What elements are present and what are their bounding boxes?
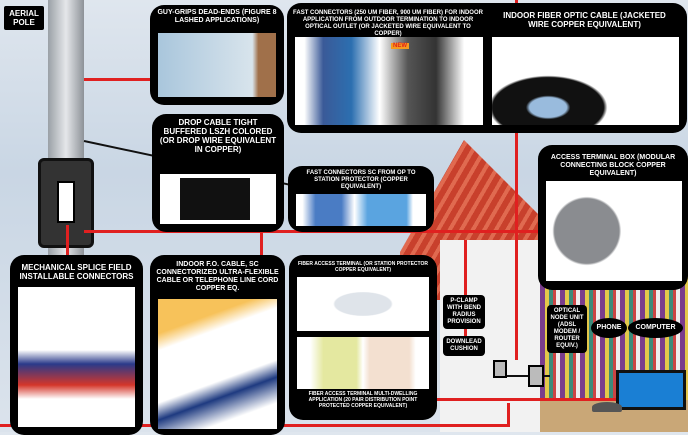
drop-cable-photo	[180, 178, 250, 220]
fast-connectors-image	[295, 37, 483, 125]
fast-connectors-panel: FAST CONNECTORS (250 UM FIBER, 900 UM FI…	[287, 3, 687, 133]
phone-label: PHONE	[591, 318, 627, 338]
downlead-cushion-label: DOWNLEAD CUSHION	[443, 336, 485, 356]
fiber-access-terminal-image	[297, 277, 429, 331]
indoor-outlet	[528, 365, 544, 387]
indoor-fo-cable-title: INDOOR F.O. CABLE, SC CONNECTORIZED ULTR…	[156, 261, 279, 292]
drop-cable-image	[160, 174, 276, 224]
connector-line	[84, 78, 152, 81]
splice-enclosure-window	[57, 181, 75, 223]
fast-connectors-sc-panel: FAST CONNECTORS SC FROM OP TO STATION PR…	[288, 166, 434, 232]
multi-dwelling-terminal-title: FIBER ACCESS TERMINAL MULTI-DWELLING APP…	[308, 391, 418, 409]
mechanical-splice-panel: MECHANICAL SPLICE FIELD INSTALLABLE CONN…	[10, 255, 143, 435]
p-clamp-label: P-CLAMP WITH BEND RADIUS PROVISION	[443, 295, 485, 329]
indoor-fo-cable-panel: INDOOR F.O. CABLE, SC CONNECTORIZED ULTR…	[150, 255, 285, 435]
fiber-access-terminal-panel: FIBER ACCESS TERMINAL (OR STATION PROTEC…	[289, 255, 437, 420]
fast-connectors-sc-image	[296, 194, 426, 226]
optical-node-label: OPTICAL NODE UNIT (ADSL MODEM / ROUTER E…	[547, 305, 587, 353]
new-badge: NEW	[391, 43, 409, 49]
phone-device	[592, 402, 622, 412]
indoor-cable-title: INDOOR FIBER OPTIC CABLE (JACKETED WIRE …	[503, 11, 666, 29]
access-terminal-panel: ACCESS TERMINAL BOX (MODULAR CONNECTING …	[538, 145, 688, 290]
aerial-pole-label: AERIAL POLE	[4, 6, 44, 30]
connector-line	[507, 403, 510, 425]
connector-line	[66, 225, 69, 255]
connector-line	[437, 398, 657, 401]
connector-line	[464, 240, 467, 340]
access-terminal-image	[546, 181, 682, 281]
indoor-cable-image	[492, 37, 679, 125]
fast-connectors-title: FAST CONNECTORS (250 UM FIBER, 900 UM FI…	[293, 10, 483, 37]
drop-cable-panel: DROP CABLE TIGHT BUFFERED LSZH COLORED (…	[152, 114, 284, 232]
fast-connectors-sc-title: FAST CONNECTORS SC FROM OP TO STATION PR…	[306, 170, 416, 190]
indoor-cable-line	[500, 375, 550, 377]
guy-grips-title: GUY-GRIPS DEAD-ENDS (FIGURE 8 LASHED APP…	[157, 9, 277, 24]
mechanical-splice-title: MECHANICAL SPLICE FIELD INSTALLABLE CONN…	[19, 263, 134, 281]
access-terminal-title: ACCESS TERMINAL BOX (MODULAR CONNECTING …	[550, 154, 676, 177]
guy-grips-image	[158, 33, 276, 97]
mechanical-splice-image	[18, 287, 135, 427]
connector-line	[515, 0, 518, 360]
fiber-access-terminal-title: FIBER ACCESS TERMINAL (OR STATION PROTEC…	[297, 261, 428, 273]
guy-grips-panel: GUY-GRIPS DEAD-ENDS (FIGURE 8 LASHED APP…	[150, 5, 284, 105]
connector-line	[260, 232, 263, 256]
multi-dwelling-terminal-image	[297, 337, 429, 389]
wall-outlet	[493, 360, 507, 378]
computer-monitor	[616, 370, 686, 410]
computer-label: COMPUTER	[628, 318, 683, 338]
drop-cable-title: DROP CABLE TIGHT BUFFERED LSZH COLORED (…	[159, 118, 277, 154]
indoor-fo-cable-image	[158, 299, 277, 429]
